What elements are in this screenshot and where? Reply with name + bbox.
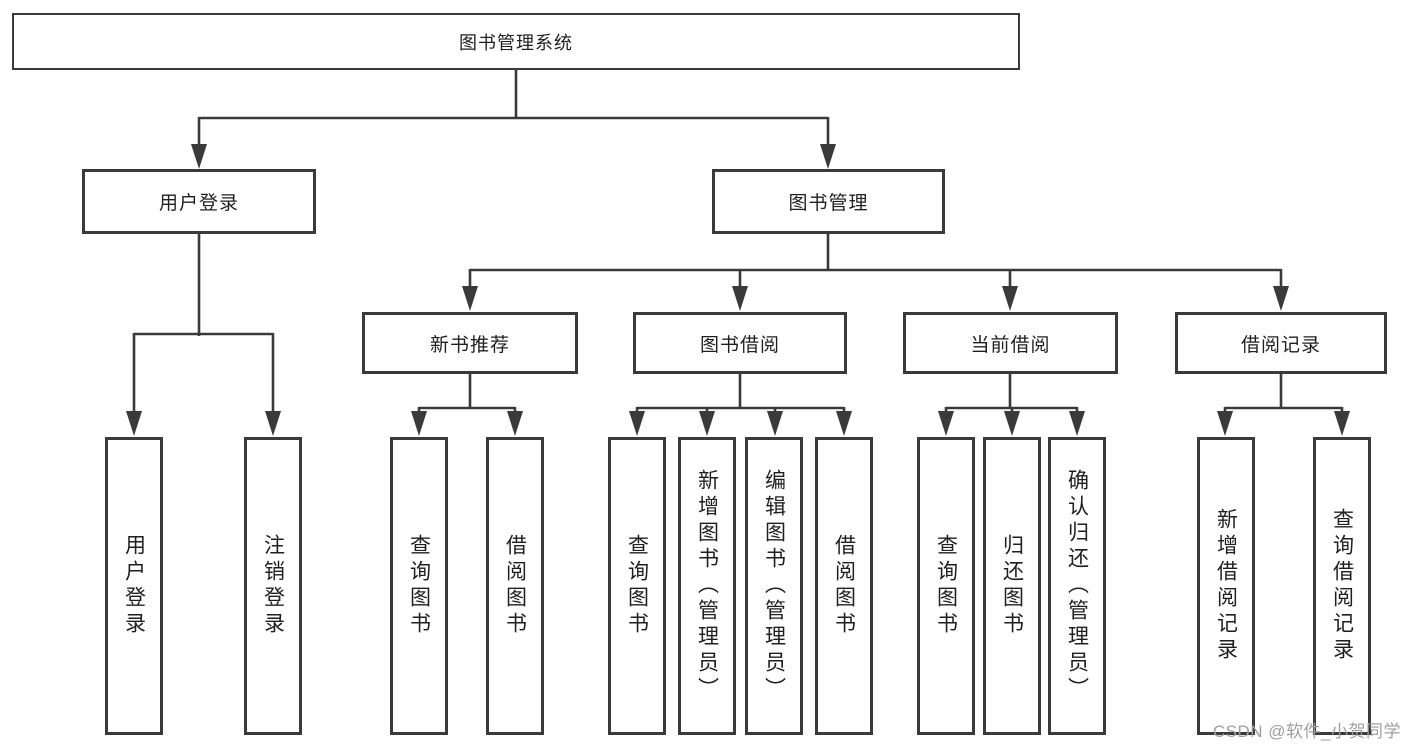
leaf-return-books-label: 归还图书: [1000, 534, 1024, 638]
leaf-query-books-2: 查询图书: [608, 437, 666, 735]
node-root-label: 图书管理系统: [459, 32, 573, 53]
node-borrow-records: 借阅记录: [1175, 312, 1387, 374]
leaf-borrow-books-1-label: 借阅图书: [503, 534, 527, 638]
leaf-borrow-books-2: 借阅图书: [815, 437, 873, 735]
node-current-borrow: 当前借阅: [903, 312, 1118, 374]
leaf-confirm-return-admin-label: 确认归还（管理员）: [1065, 469, 1089, 703]
leaf-return-books: 归还图书: [983, 437, 1041, 735]
leaf-query-books-3: 查询图书: [917, 437, 975, 735]
leaf-logout: 注销登录: [244, 437, 302, 735]
leaf-edit-books-admin: 编辑图书（管理员）: [745, 437, 803, 735]
watermark: CSDN @软件_小贺同学: [1212, 722, 1401, 741]
leaf-add-borrow-record: 新增借阅记录: [1197, 437, 1255, 735]
leaf-query-books-3-label: 查询图书: [934, 534, 958, 638]
leaf-query-books-1-label: 查询图书: [407, 534, 431, 638]
node-root: 图书管理系统: [12, 13, 1020, 70]
node-book-borrow-label: 图书借阅: [699, 334, 780, 356]
leaf-confirm-return-admin: 确认归还（管理员）: [1048, 437, 1106, 735]
leaf-query-borrow-record-label: 查询借阅记录: [1330, 508, 1354, 664]
leaf-borrow-books-1: 借阅图书: [486, 437, 544, 735]
node-book-management-label: 图书管理: [788, 193, 869, 214]
node-book-borrow: 图书借阅: [633, 312, 847, 374]
leaf-add-books-admin-label: 新增图书（管理员）: [695, 469, 719, 703]
node-user-login: 用户登录: [82, 169, 316, 234]
leaf-user-login: 用户登录: [105, 437, 163, 735]
leaf-query-borrow-record: 查询借阅记录: [1313, 437, 1371, 735]
leaf-add-borrow-record-label: 新增借阅记录: [1214, 508, 1238, 664]
node-borrow-records-label: 借阅记录: [1240, 334, 1321, 356]
node-book-management: 图书管理: [712, 169, 945, 234]
leaf-add-books-admin: 新增图书（管理员）: [678, 437, 736, 735]
leaf-borrow-books-2-label: 借阅图书: [832, 534, 856, 638]
leaf-user-login-label: 用户登录: [122, 534, 146, 638]
leaf-query-books-1: 查询图书: [390, 437, 448, 735]
node-new-book-recommend: 新书推荐: [362, 312, 578, 374]
node-user-login-label: 用户登录: [158, 193, 239, 214]
leaf-logout-label: 注销登录: [261, 534, 285, 638]
node-current-borrow-label: 当前借阅: [970, 334, 1051, 356]
leaf-query-books-2-label: 查询图书: [625, 534, 649, 638]
leaf-edit-books-admin-label: 编辑图书（管理员）: [762, 469, 786, 703]
node-new-book-recommend-label: 新书推荐: [429, 334, 510, 356]
